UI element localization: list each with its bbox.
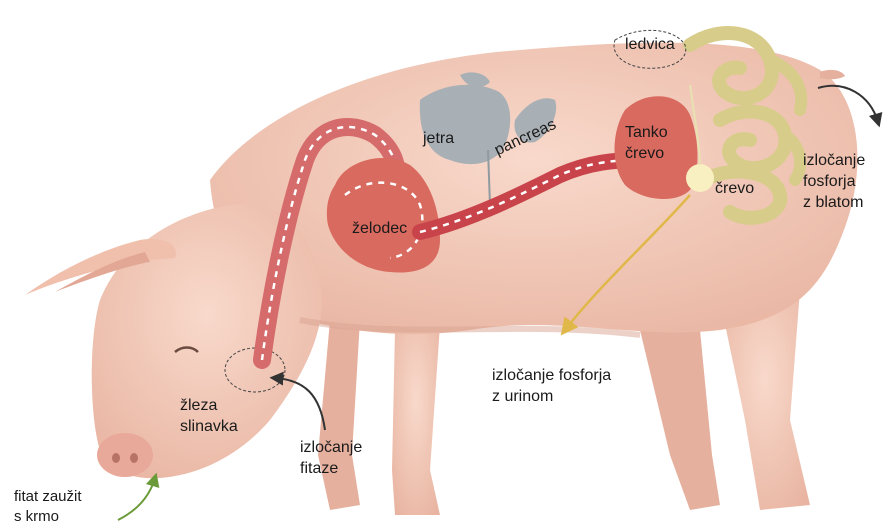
pig-leg-front-left xyxy=(318,320,360,510)
label-jetra: jetra xyxy=(423,128,454,149)
label-crevo: črevo xyxy=(715,178,754,199)
label-izlocanje-fitaze: izločanje fitaze xyxy=(300,437,362,479)
feed-arrow xyxy=(118,478,155,520)
label-izlocanje-urin: izločanje fosforja z urinom xyxy=(492,365,611,407)
pig-leg-front-right xyxy=(392,325,440,515)
pig-tail xyxy=(820,70,845,79)
label-zleza-slinavka: žleza slinavka xyxy=(180,395,238,437)
bladder xyxy=(686,164,714,192)
pig-snout xyxy=(97,433,153,477)
label-ledvica: ledvica xyxy=(625,34,675,55)
label-fitat-zauzit: fitat zaužit s krmo xyxy=(14,487,82,527)
label-tanko-crevo: Tanko črevo xyxy=(625,122,668,164)
label-izlocanje-blato: izločanje fosforja z blatom xyxy=(803,150,865,213)
pig-leg-hind-left xyxy=(640,330,720,510)
label-zelodec: želodec xyxy=(352,218,407,239)
